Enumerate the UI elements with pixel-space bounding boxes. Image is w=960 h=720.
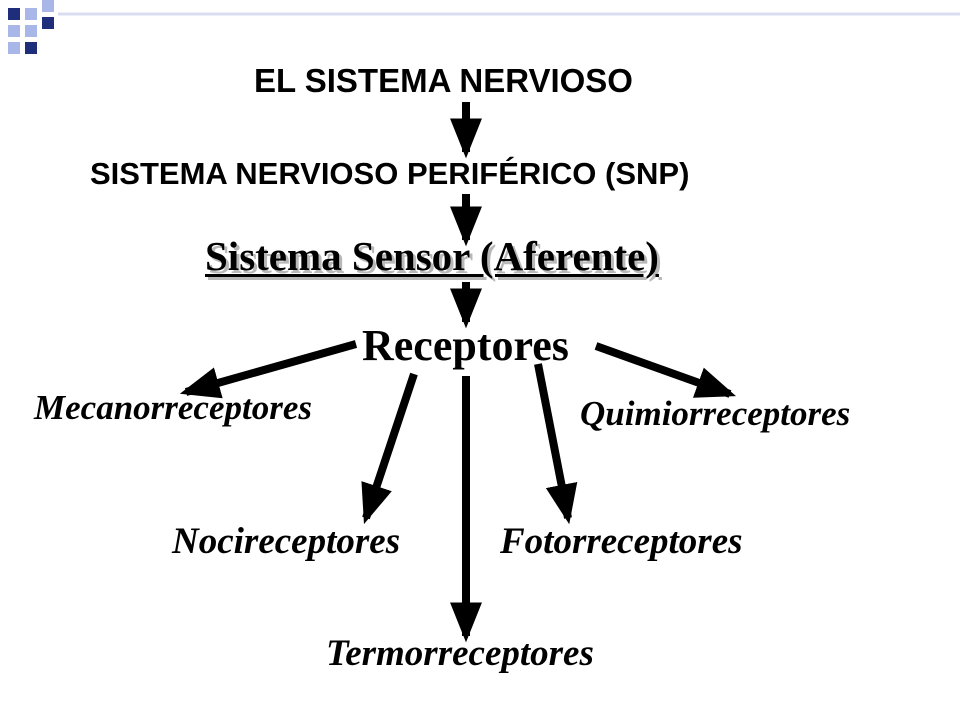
termorreceptores-label: Termorreceptores: [326, 633, 594, 674]
deco-square: [42, 17, 54, 29]
deco-square: [25, 42, 37, 54]
sensor-system-heading: Sistema Sensor (Aferente): [205, 233, 659, 279]
main-title: EL SISTEMA NERVIOSO: [254, 62, 633, 99]
deco-square: [25, 25, 37, 37]
fotorreceptores-label: Fotorreceptores: [500, 521, 743, 562]
deco-square: [8, 8, 20, 20]
nocireceptores-label: Nocireceptores: [172, 521, 401, 562]
corner-decoration: [8, 0, 960, 54]
receptores-node: Receptores: [362, 321, 569, 370]
quimiorreceptores-label: Quimiorreceptores: [580, 394, 851, 433]
arrow-to-nocireceptores: [361, 372, 418, 525]
deco-square: [8, 25, 20, 37]
mecanorreceptores-label: Mecanorreceptores: [34, 388, 313, 427]
deco-square: [8, 42, 20, 54]
arrow-to-quimiorreceptores: [594, 342, 737, 398]
arrow-to-fotorreceptores: [534, 363, 578, 525]
deco-square: [42, 0, 54, 12]
snp-heading: SISTEMA NERVIOSO PERIFÉRICO (SNP): [90, 156, 690, 191]
arrow-to-mecanorreceptores: [179, 340, 358, 399]
deco-square: [25, 8, 37, 20]
